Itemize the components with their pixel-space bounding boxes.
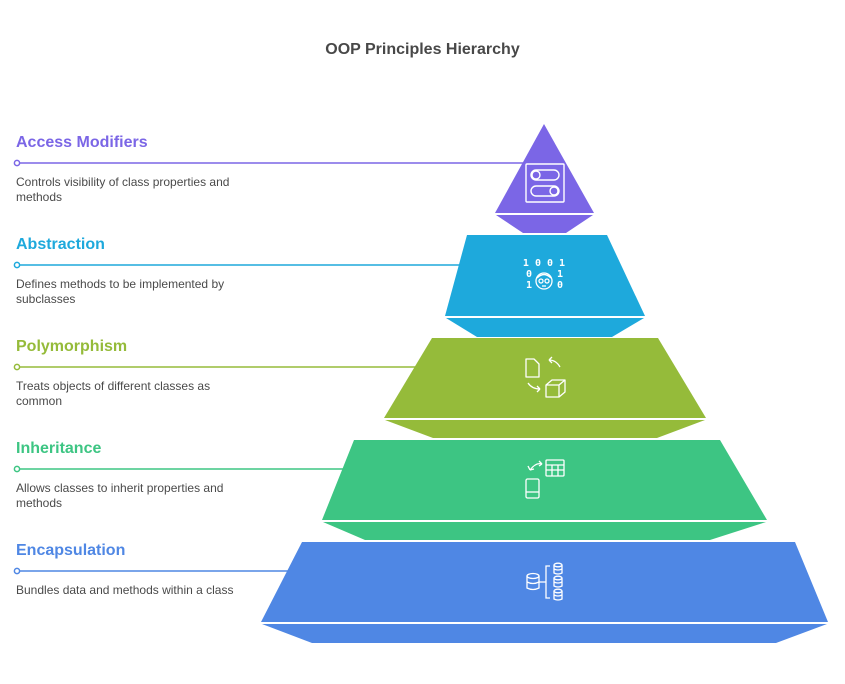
level-description-polymorphism: Treats objects of different classes as c…: [16, 379, 211, 408]
svg-text:0: 0: [526, 269, 532, 280]
connector-encapsulation: [13, 567, 290, 575]
level-label-polymorphism: Polymorphism: [16, 338, 128, 355]
level-label-encapsulation: Encapsulation: [16, 542, 126, 559]
connector-inheritance: [13, 465, 352, 473]
connector-access-modifiers: [13, 159, 526, 167]
svg-text:0: 0: [557, 280, 563, 291]
level-inheritance: [322, 440, 767, 540]
level-access-modifiers: [495, 124, 594, 233]
connector-abstraction: [13, 261, 470, 269]
connector-polymorphism: [13, 363, 416, 371]
database-hierarchy-icon: [526, 562, 563, 601]
level-description-encapsulation: Bundles data and methods within a class: [16, 583, 234, 597]
svg-text:1: 1: [557, 269, 563, 280]
level-label-access-modifiers: Access Modifiers: [16, 134, 148, 151]
level-polymorphism: [384, 338, 706, 438]
document-to-cube-icon: [525, 356, 566, 398]
level-description-access-modifiers: Controls visibility of class properties …: [16, 175, 230, 204]
level-description-inheritance: Allows classes to inherit properties and…: [16, 481, 224, 510]
level-label-inheritance: Inheritance: [16, 440, 102, 457]
binary-person-icon: 1 0 0 1 0 1 1 0: [523, 258, 565, 291]
level-description-abstraction: Defines methods to be implemented by sub…: [16, 277, 225, 306]
svg-text:1: 1: [526, 280, 532, 291]
diagram-title: OOP Principles Hierarchy: [325, 41, 520, 58]
device-table-exchange-icon: [525, 459, 565, 499]
svg-text:1 0 0 1: 1 0 0 1: [523, 258, 565, 269]
toggle-switches-icon: [525, 163, 565, 203]
level-label-abstraction: Abstraction: [16, 236, 105, 253]
level-encapsulation: [261, 542, 828, 643]
level-abstraction: 1 0 0 1 0 1 1 0: [445, 235, 645, 337]
